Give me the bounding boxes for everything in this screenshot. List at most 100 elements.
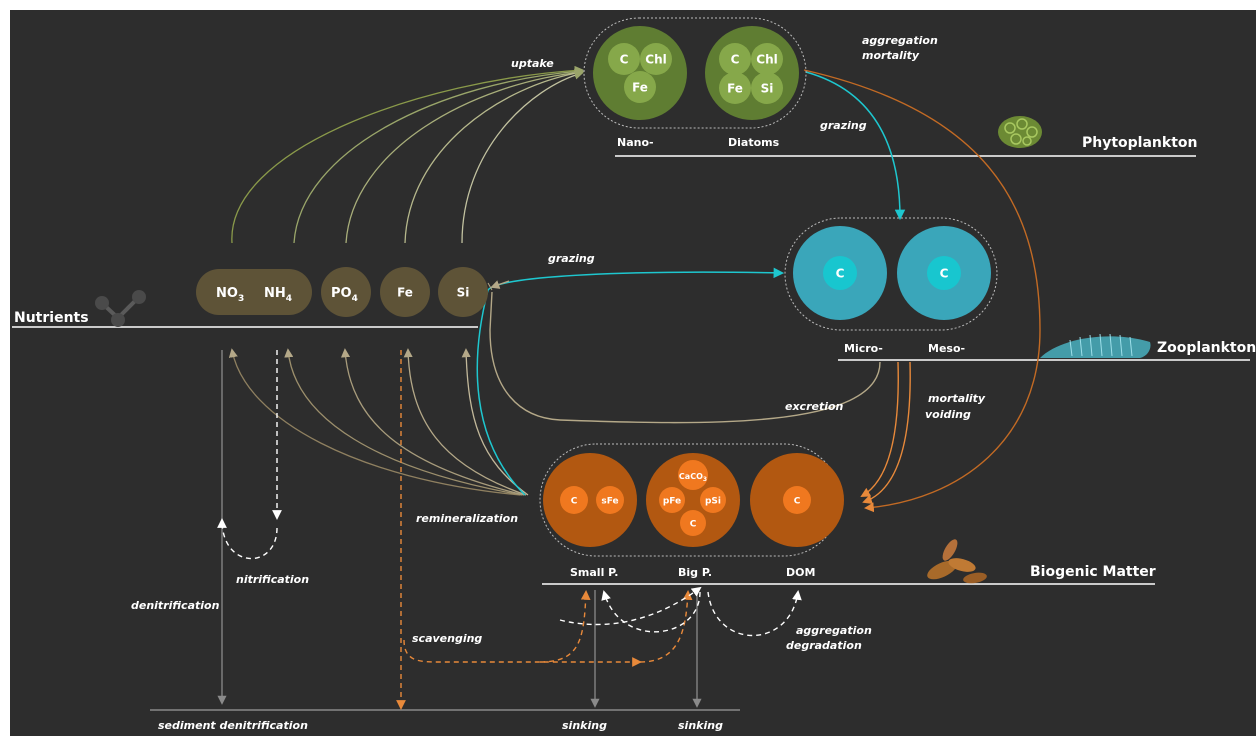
diatom-si-cell xyxy=(751,72,783,104)
remineralization-arrows xyxy=(228,348,529,496)
big-c-cell xyxy=(680,510,706,536)
small-sfe-cell xyxy=(596,486,624,514)
excretion-arrow xyxy=(489,291,881,424)
scavenging-arrow-small xyxy=(539,590,591,663)
big-c-label: C xyxy=(690,520,697,530)
excretion-label: excretion xyxy=(785,400,844,413)
nano-label: Nano- xyxy=(617,136,654,149)
nutrients-title: Nutrients xyxy=(14,310,89,326)
mortality-label-top: mortality xyxy=(862,49,920,62)
si-label: Si xyxy=(457,286,470,300)
diatom-compartment xyxy=(705,26,799,120)
diagram-background xyxy=(10,10,1256,736)
nano-c-label: C xyxy=(620,53,629,67)
phytoplankton-title: Phytoplankton xyxy=(1082,135,1198,151)
scavenging-arrow-bigp xyxy=(639,590,693,663)
nano-chl-cell xyxy=(640,43,672,75)
molecule-icon xyxy=(95,290,146,327)
no3-label: NO3 xyxy=(216,286,244,304)
aggregation-arrow xyxy=(559,586,702,626)
nano-fe-label: Fe xyxy=(632,81,648,95)
micro-c-label: C xyxy=(836,267,845,281)
aggregation-label-top: aggregation xyxy=(862,34,938,47)
small-particles-compartment xyxy=(543,453,637,547)
uptake-arrows xyxy=(231,65,584,244)
remineralization-label: remineralization xyxy=(416,512,518,525)
nutrient-compartments xyxy=(196,267,488,317)
phytoplankton-organism-icon xyxy=(998,116,1042,148)
micro-label: Micro- xyxy=(844,342,883,355)
big-psi-cell xyxy=(700,487,726,513)
dom-c-cell xyxy=(783,486,811,514)
zoo-compartment xyxy=(784,217,998,331)
remin-arrow-fe xyxy=(403,348,527,496)
diatom-si-label: Si xyxy=(761,82,774,96)
big-pfe-label: pFe xyxy=(663,497,681,507)
diatom-chl-cell xyxy=(751,43,783,75)
degradation-arrow xyxy=(601,590,701,633)
small-c-cell xyxy=(560,486,588,514)
grazing-phyto-arrow xyxy=(805,71,906,221)
uptake-arrow-po4 xyxy=(345,68,584,244)
phyto-compartment xyxy=(583,17,807,129)
sinking-label-big: sinking xyxy=(678,719,723,732)
mortality-label-zoo: mortality xyxy=(928,392,986,405)
no3-nh4-compartment xyxy=(196,269,312,315)
meso-c-cell xyxy=(927,256,961,290)
mortality-voiding-arrow-2 xyxy=(862,361,911,505)
big-pfe-cell xyxy=(659,487,685,513)
scavenging-label: scavenging xyxy=(412,632,482,645)
aggregation-mortality-arrow xyxy=(803,69,1041,513)
biogenic-title: Biogenic Matter xyxy=(1030,564,1156,580)
dom-c-label: C xyxy=(794,497,801,507)
grazing-phyto-label: grazing xyxy=(820,119,867,132)
uptake-arrow-si xyxy=(461,70,584,244)
degradation-label: degradation xyxy=(786,639,862,652)
uptake-arrow-no3 xyxy=(231,65,584,244)
big-caco3-label: CaCO3 xyxy=(679,472,707,483)
nitrification-arrow xyxy=(217,518,278,560)
fe-compartment xyxy=(380,267,430,317)
diatoms-label: Diatoms xyxy=(728,136,780,149)
small-particles-label: Small P. xyxy=(570,566,618,579)
voiding-label: voiding xyxy=(925,408,971,421)
uptake-arrow-nh4 xyxy=(293,67,584,244)
po4-label: PO4 xyxy=(331,286,358,304)
scavenging-arrow-big xyxy=(403,639,642,667)
diatom-c-cell xyxy=(719,43,751,75)
nano-fe-cell xyxy=(624,71,656,103)
si-compartment xyxy=(438,267,488,317)
remin-arrow-no3 xyxy=(228,348,521,496)
biogenic-compartment xyxy=(539,443,841,557)
mortality-voiding-arrow-1 xyxy=(860,361,899,497)
sediment-denitrification-label: sediment denitrification xyxy=(158,719,308,732)
remin-arrow-si xyxy=(461,348,529,496)
bacteria-icon xyxy=(927,539,987,584)
grazing-zoo-label: grazing xyxy=(548,252,595,265)
denitrification-label: denitrification xyxy=(131,599,220,612)
nano-chl-label: Chl xyxy=(645,53,666,67)
diatom-c-label: C xyxy=(731,53,740,67)
small-sfe-label: sFe xyxy=(601,497,618,507)
zooplankton-organism-icon xyxy=(1040,333,1151,358)
remin-arrow-nh4 xyxy=(284,348,523,496)
remin-arrow-po4 xyxy=(340,348,525,496)
big-particles-compartment xyxy=(646,453,740,547)
grazing-zoo-path-lower xyxy=(476,289,526,496)
diatom-fe-label: Fe xyxy=(727,82,743,96)
nano-c-cell xyxy=(608,43,640,75)
diatom-chl-label: Chl xyxy=(756,53,777,67)
aggregation-label-bottom: aggregation xyxy=(796,624,872,637)
diatom-fe-cell xyxy=(719,72,751,104)
meso-label: Meso- xyxy=(928,342,965,355)
big-caco3-cell xyxy=(678,460,708,490)
zooplankton-title: Zooplankton xyxy=(1157,340,1256,356)
fe-label: Fe xyxy=(397,286,413,300)
po4-compartment xyxy=(321,267,371,317)
sinking-label-small: sinking xyxy=(562,719,607,732)
dom-label: DOM xyxy=(786,566,815,579)
nh4-label: NH4 xyxy=(264,286,292,304)
big-particles-label: Big P. xyxy=(678,566,712,579)
